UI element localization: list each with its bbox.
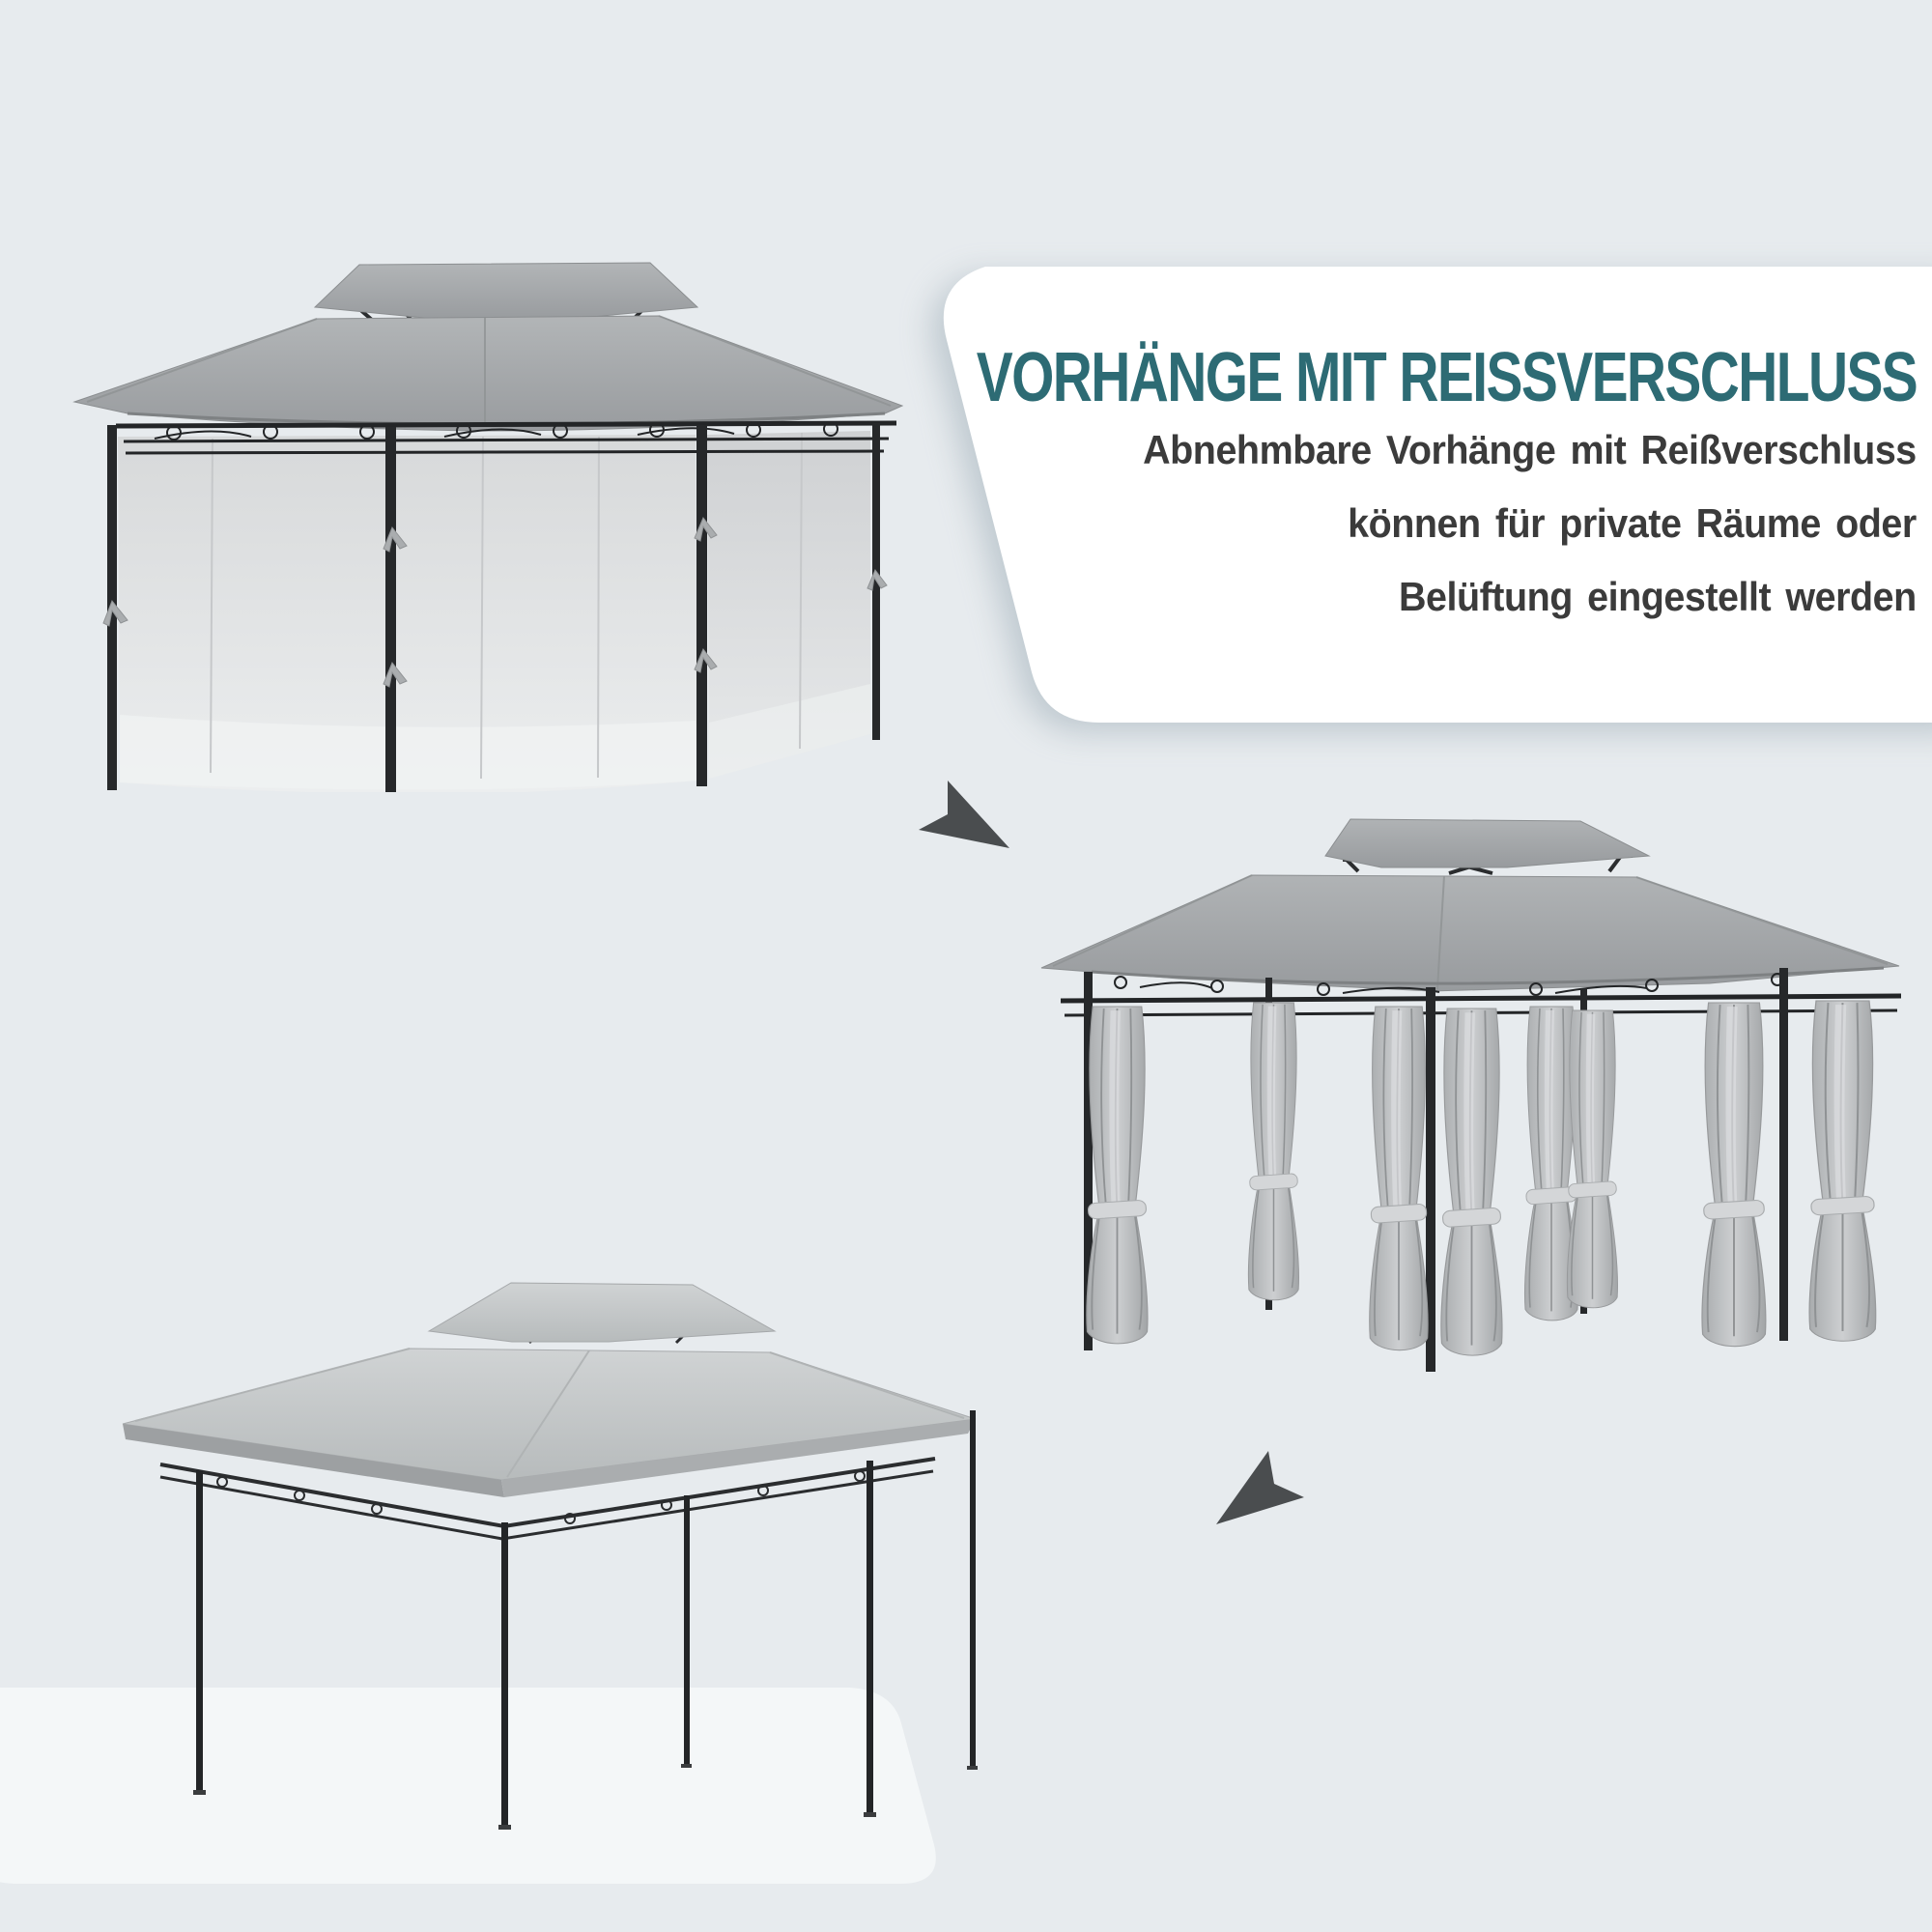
arrow-down-right-icon [919, 781, 1009, 848]
arrow-down-left-icon [1216, 1451, 1304, 1524]
bottom-light-panel [0, 1688, 936, 1884]
info-card [943, 267, 1932, 723]
description-line: können für private Räume oder [1348, 500, 1917, 546]
card-description: Abnehmbare Vorhänge mit Reißverschluss k… [1143, 413, 1917, 634]
description-line: Abnehmbare Vorhänge mit Reißverschluss [1143, 427, 1917, 472]
description-line: Belüftung eingestellt werden [1399, 574, 1917, 619]
gazebo-tied-curtains-image [1040, 818, 1902, 1372]
card-headline: VORHÄNGE MIT REISSVERSCHLUSS [976, 339, 1918, 417]
gazebo-closed-curtains-image [72, 262, 904, 792]
gazebo-frame-image [122, 1282, 978, 1830]
